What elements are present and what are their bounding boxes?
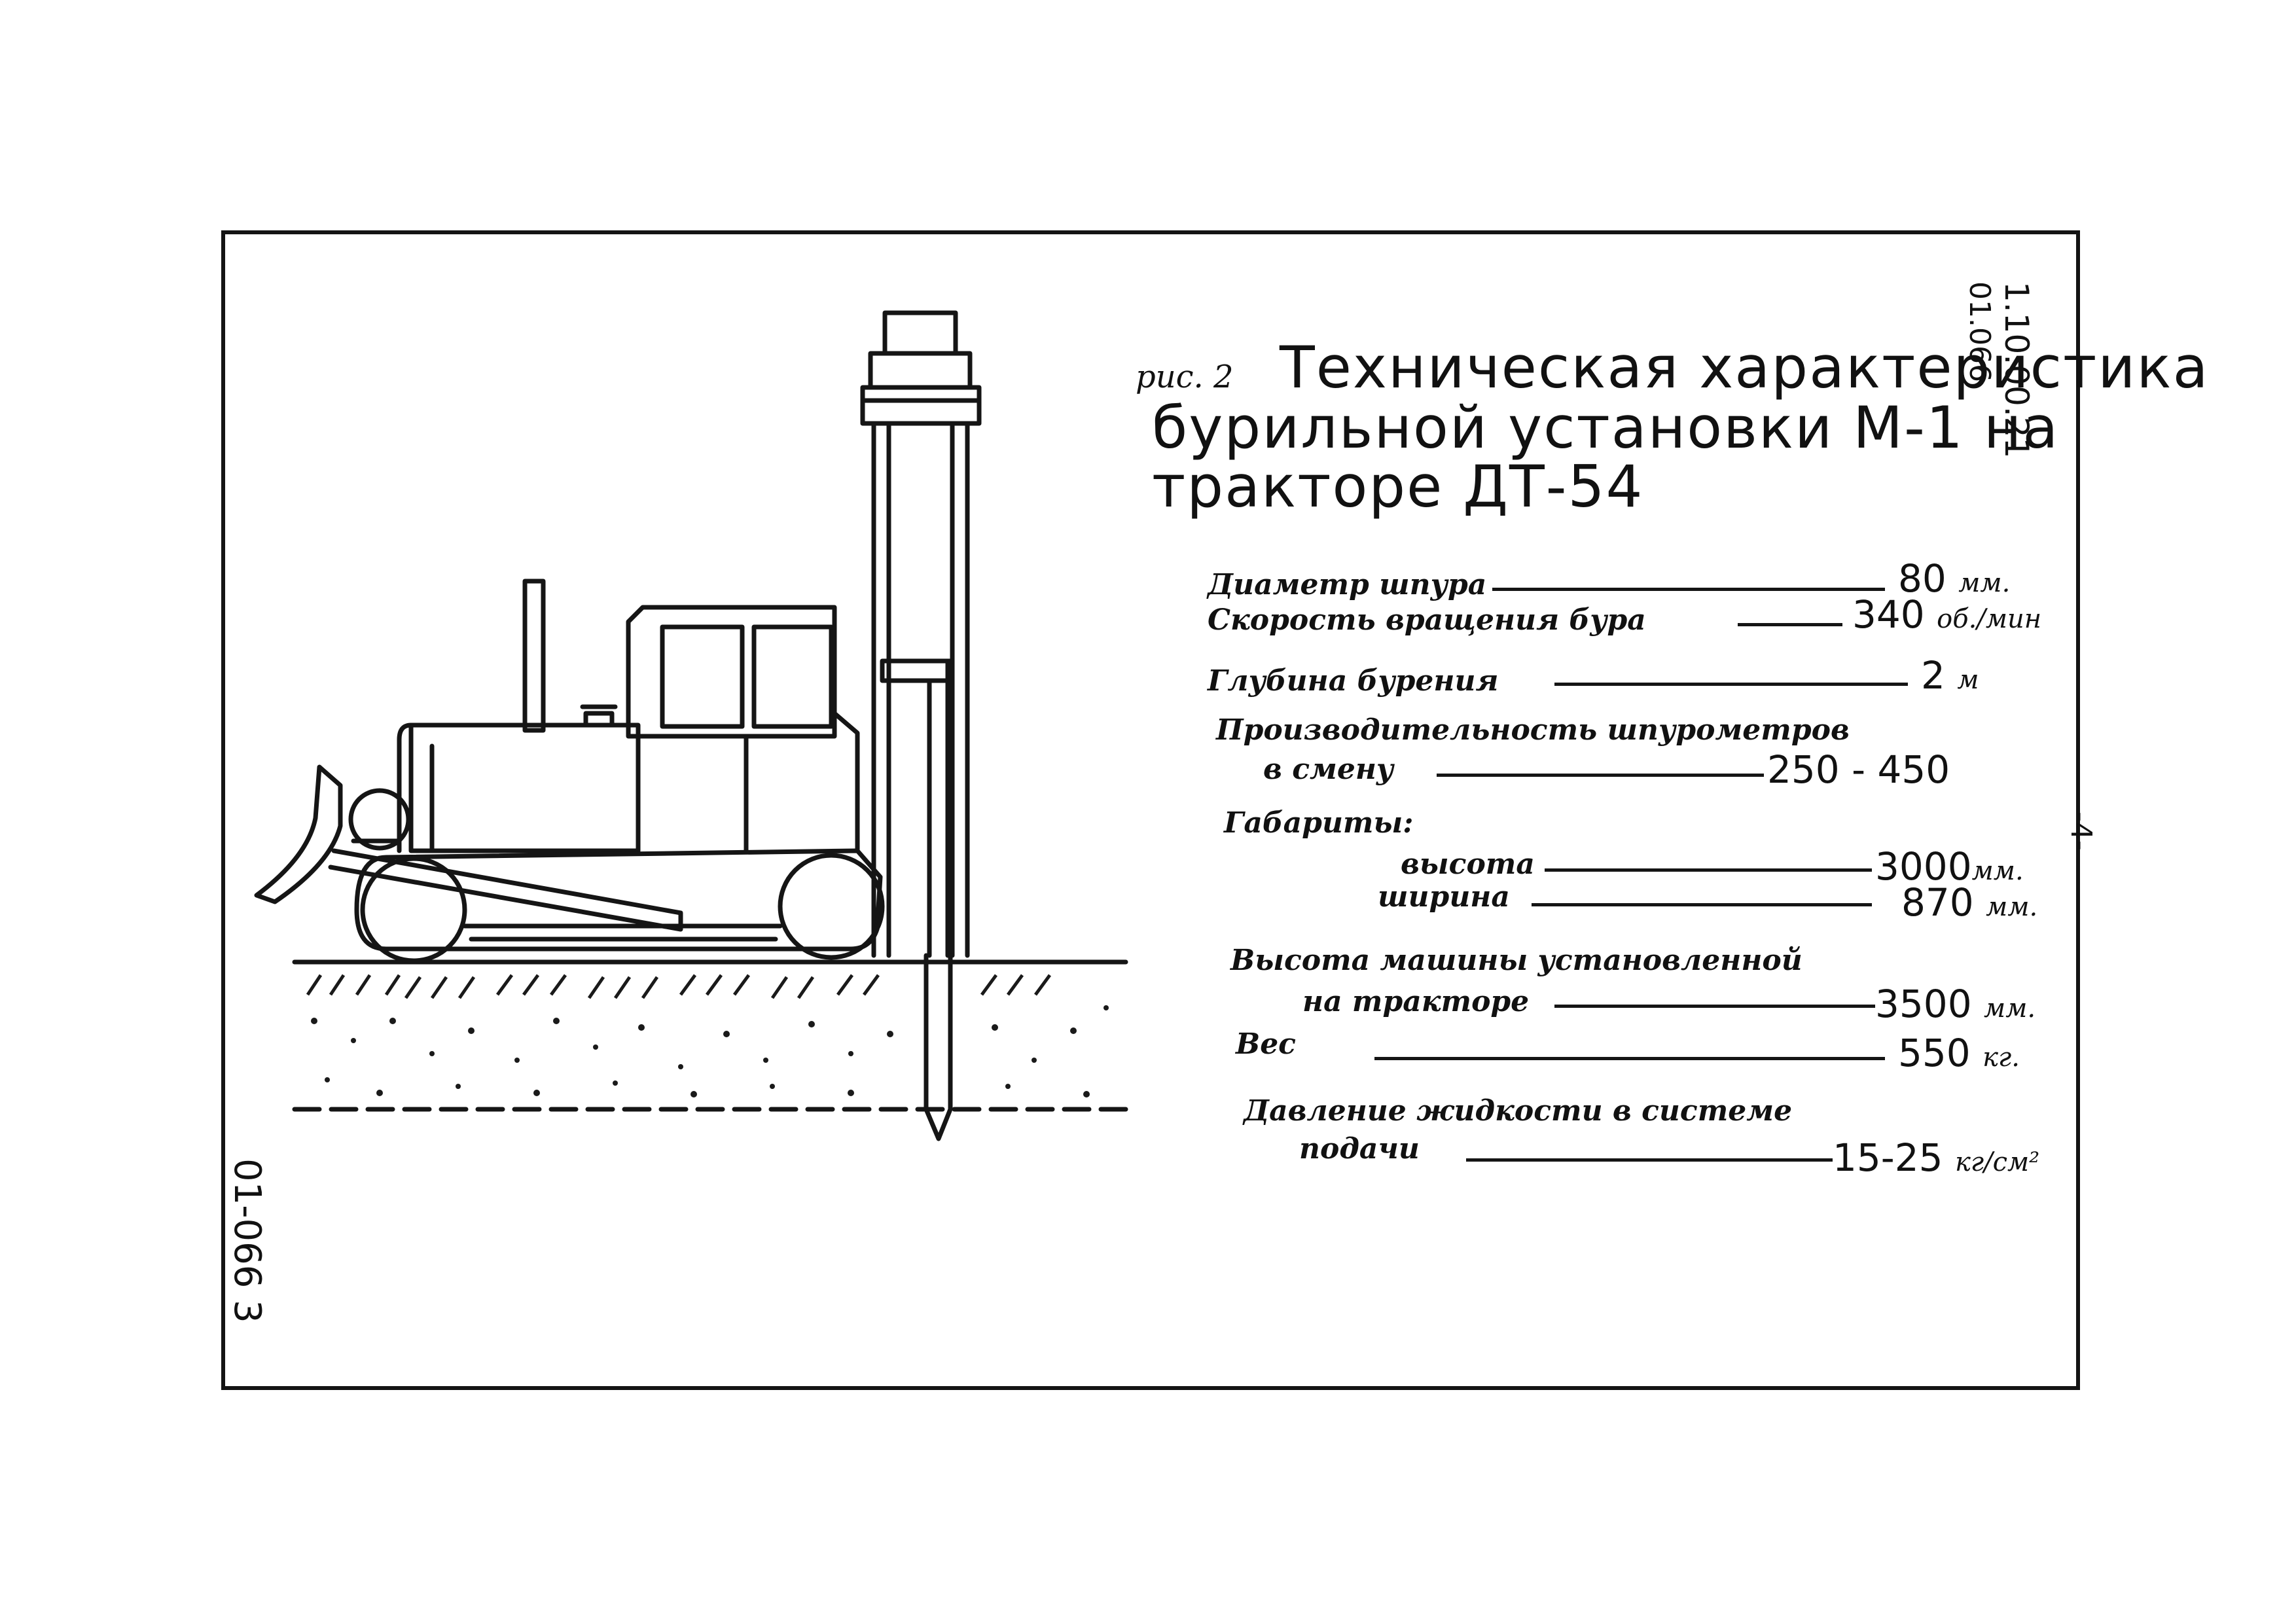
cab-window-left [660, 624, 745, 729]
spec-label-dimensions: Габариты: [1224, 806, 1414, 840]
spec-label-productivity: Производительность шпурометров [1216, 713, 1850, 747]
ground-texture-dots [311, 1005, 1109, 1097]
dozer-push-arm [328, 848, 683, 932]
title-line-3: тракторе ДТ-54 [1152, 453, 1644, 520]
spec-label-productivity-2: в смену [1263, 753, 1394, 786]
spec-value-weight: 550 кг. [1898, 1031, 2020, 1075]
front-light [348, 788, 411, 851]
side-code-bottom-left: 01-066 3 [226, 1158, 268, 1323]
drill-collar [880, 658, 950, 683]
spec-value-diameter: 80 мм. [1898, 556, 2011, 601]
spec-label-machine-height-2: на тракторе [1302, 985, 1530, 1018]
spec-label-rotation: Скорость вращения бура [1208, 603, 1646, 637]
spec-value-width: 870 мм. [1901, 880, 2038, 925]
tractor-cab [626, 605, 837, 739]
spec-label-pressure-2: подачи [1299, 1132, 1420, 1166]
spec-label-weight: Вес [1236, 1027, 1296, 1061]
spec-value-productivity: 250 - 450 [1767, 747, 1950, 792]
figure-label: рис. 2 [1136, 359, 1234, 395]
dozer-blade [254, 764, 343, 904]
spec-label-width: ширина [1378, 880, 1510, 914]
ground-hatching [306, 974, 1052, 999]
engine-hood [408, 722, 641, 853]
spec-value-rotation: 340 об./мин [1852, 592, 2042, 637]
mast-head-lower [860, 385, 982, 426]
spec-label-machine-height: Высота машины установленной [1230, 944, 1803, 977]
spec-label-depth: Глубина бурения [1208, 664, 1499, 698]
spec-label-height: высота [1401, 847, 1535, 881]
page-mark: -4- [2064, 812, 2098, 851]
spec-label-pressure: Давление жидкости в системе [1244, 1094, 1793, 1128]
side-code-top-right-1: 1.10.00.21 [1998, 281, 2036, 459]
auger-tip [924, 1107, 953, 1141]
title-line-1: Техническая характеристика [1280, 334, 2210, 401]
spec-value-height: 3000мм. [1875, 844, 2024, 889]
rear-drive-sprocket [778, 853, 885, 960]
exhaust-pipe [522, 579, 546, 733]
drawing-frame [221, 230, 2080, 1390]
title-line-2: бурильной установки М-1 на [1152, 394, 2060, 461]
rear-fender [832, 711, 860, 853]
spec-label-diameter: Диаметр шпура [1208, 568, 1487, 601]
mast-head-upper [868, 351, 973, 390]
spec-value-depth: 2 м [1921, 653, 1979, 698]
front-idler-wheel [360, 856, 467, 963]
spec-value-pressure: 15-25 кг/см² [1833, 1135, 2040, 1180]
mast-top-cap [882, 310, 958, 356]
air-filter-cap [583, 711, 615, 728]
cab-window-right [751, 624, 834, 729]
spec-value-machine-height: 3500 мм. [1875, 982, 2036, 1026]
side-code-top-right-2: 01.066 [1963, 281, 1996, 382]
